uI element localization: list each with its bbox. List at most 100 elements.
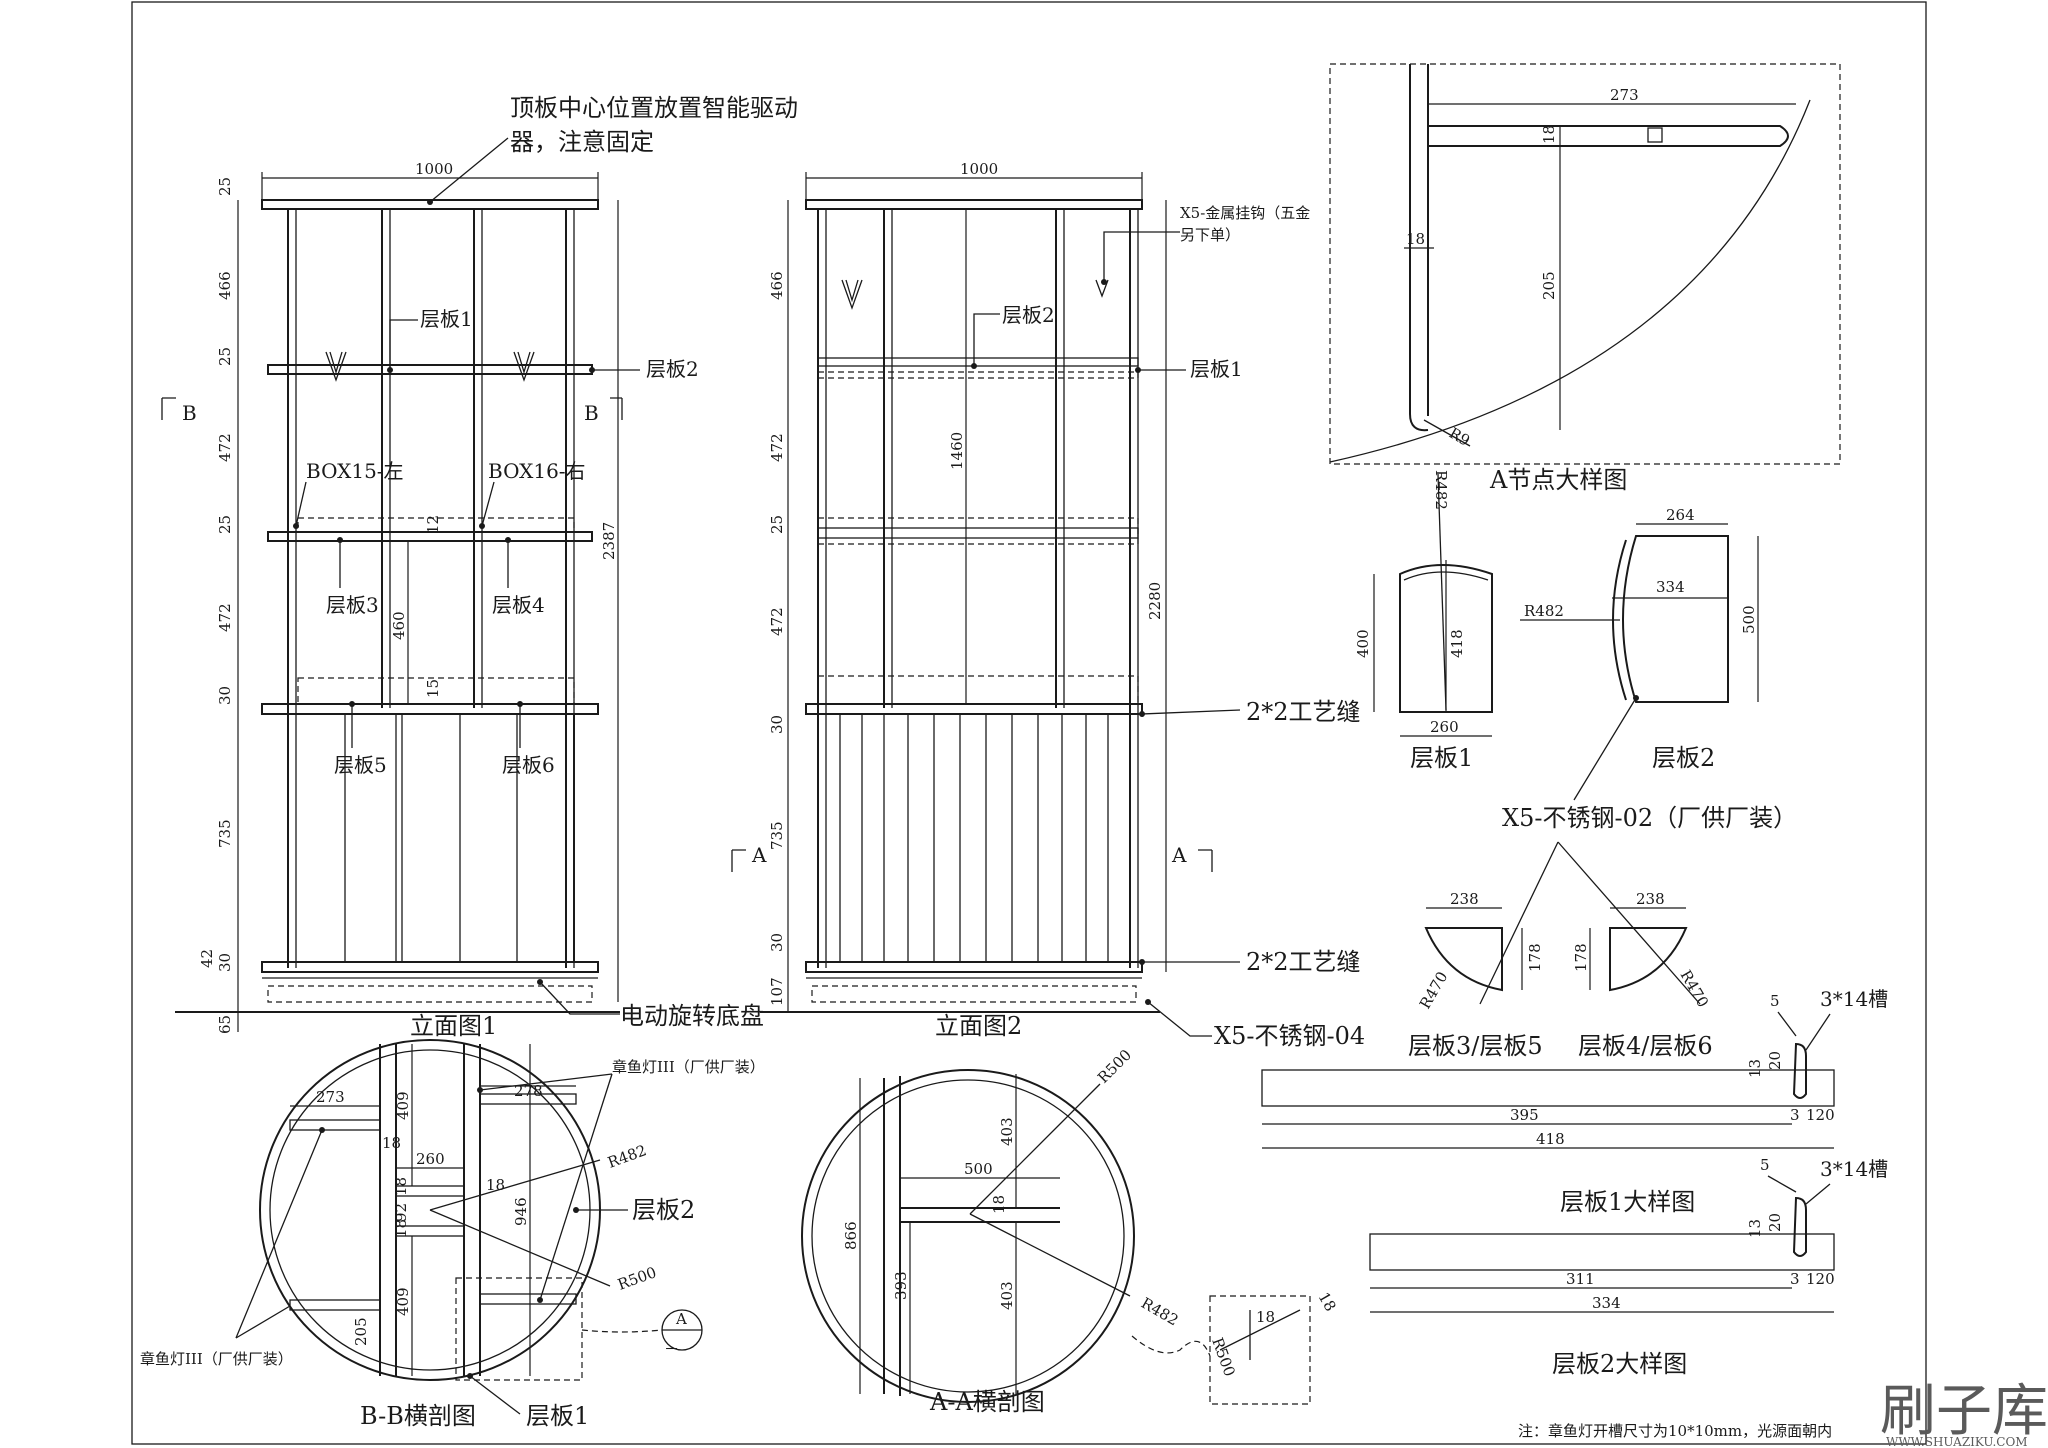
svg-text:B: B <box>182 401 197 425</box>
svg-text:层板5: 层板5 <box>334 753 387 777</box>
svg-text:BOX16-右: BOX16-右 <box>488 459 586 483</box>
svg-text:466: 466 <box>216 271 234 300</box>
section-bb-title: B-B横剖图 <box>360 1402 476 1430</box>
svg-text:866: 866 <box>842 1221 860 1250</box>
detail-a-title: A节点大样图 <box>1489 466 1627 494</box>
detail-2-title: 层板2大样图 <box>1552 1350 1687 1378</box>
svg-text:25: 25 <box>216 515 234 534</box>
svg-text:A: A <box>1171 843 1187 867</box>
hook-icon <box>513 351 535 382</box>
svg-text:273: 273 <box>1610 86 1639 104</box>
svg-text:3*14槽: 3*14槽 <box>1820 1157 1888 1181</box>
svg-text:466: 466 <box>768 271 786 300</box>
svg-text:章鱼灯III（厂供厂装）: 章鱼灯III（厂供厂装） <box>140 1350 293 1368</box>
svg-text:电动旋转底盘: 电动旋转底盘 <box>620 1002 764 1030</box>
svg-text:18: 18 <box>1406 230 1425 248</box>
watermark-url: WWW.SHUAZIKU.COM <box>1886 1435 2028 1448</box>
svg-text:25: 25 <box>768 515 786 534</box>
svg-text:260: 260 <box>416 1150 445 1168</box>
svg-text:30: 30 <box>768 715 786 734</box>
shelf-level-3 <box>261 703 599 715</box>
svg-text:X5-不锈钢-04: X5-不锈钢-04 <box>1214 1022 1365 1050</box>
hook-icon <box>325 351 347 382</box>
svg-text:18: 18 <box>1256 1308 1275 1326</box>
svg-text:2*2工艺缝: 2*2工艺缝 <box>1246 948 1361 976</box>
svg-text:403: 403 <box>998 1117 1016 1146</box>
hook-icon <box>1095 279 1109 298</box>
svg-text:18: 18 <box>990 1195 1008 1214</box>
svg-text:B: B <box>584 401 599 425</box>
svg-text:205: 205 <box>352 1317 370 1346</box>
svg-text:20: 20 <box>1766 1213 1784 1232</box>
svg-text:409: 409 <box>394 1091 412 1120</box>
svg-text:2387: 2387 <box>600 522 618 560</box>
svg-text:3: 3 <box>1790 1270 1800 1288</box>
section-bb: 273 278 409 18 260 18 18 92 18 946 409 2… <box>140 1039 765 1430</box>
svg-text:500: 500 <box>1740 605 1758 634</box>
svg-text:418: 418 <box>1536 1130 1565 1148</box>
svg-text:395: 395 <box>1510 1106 1539 1124</box>
svg-text:264: 264 <box>1666 506 1695 524</box>
svg-text:278: 278 <box>514 1082 543 1100</box>
svg-text:42: 42 <box>198 949 216 968</box>
board-details: 395 3 120 418 5 13 20 3*14槽 层板1大样图 311 3… <box>1261 987 1888 1378</box>
svg-text:5: 5 <box>1760 1156 1770 1174</box>
svg-text:另下单）: 另下单） <box>1180 226 1240 244</box>
svg-text:25: 25 <box>216 347 234 366</box>
svg-text:层板6: 层板6 <box>502 753 555 777</box>
svg-text:R500: R500 <box>1094 1046 1135 1087</box>
svg-text:A: A <box>751 843 767 867</box>
svg-text:334: 334 <box>1592 1294 1621 1312</box>
svg-text:层板1: 层板1 <box>526 1402 589 1430</box>
svg-text:章鱼灯III（厂供厂装）: 章鱼灯III（厂供厂装） <box>612 1058 765 1076</box>
elevation-1: 1000 25 466 25 472 25 472 30 735 30 42 6… <box>161 94 798 1040</box>
bottom-plate <box>261 961 599 973</box>
svg-text:18: 18 <box>382 1134 401 1152</box>
svg-text:3: 3 <box>1790 1106 1800 1124</box>
svg-text:472: 472 <box>216 603 234 632</box>
svg-text:层板1: 层板1 <box>1190 357 1243 381</box>
section-aa-title: A-A横剖图 <box>929 1388 1045 1416</box>
svg-text:393: 393 <box>892 1271 910 1300</box>
board-1-title: 层板1 <box>1410 744 1473 772</box>
svg-text:334: 334 <box>1656 578 1685 596</box>
svg-text:120: 120 <box>1806 1106 1835 1124</box>
svg-text:400: 400 <box>1354 629 1372 658</box>
svg-text:18: 18 <box>1315 1289 1340 1315</box>
svg-text:－: － <box>664 1340 679 1358</box>
svg-text:R500: R500 <box>615 1263 659 1294</box>
footnote: 注：章鱼灯开槽尺寸为10*10mm，光源面朝内 <box>1518 1422 1832 1440</box>
svg-text:层板4: 层板4 <box>492 593 545 617</box>
svg-text:BOX15-左: BOX15-左 <box>306 459 404 483</box>
svg-text:2*2工艺缝: 2*2工艺缝 <box>1246 698 1361 726</box>
svg-text:30: 30 <box>768 933 786 952</box>
svg-text:层板3: 层板3 <box>326 593 379 617</box>
svg-text:409: 409 <box>394 1287 412 1316</box>
detail-a: 273 18 18 205 R9 R482 A节点大样图 <box>1329 63 1841 510</box>
svg-text:R482: R482 <box>1138 1294 1182 1330</box>
svg-text:12: 12 <box>424 515 442 534</box>
svg-text:R482: R482 <box>605 1141 649 1172</box>
svg-text:311: 311 <box>1566 1270 1595 1288</box>
svg-text:418: 418 <box>1448 629 1466 658</box>
watermark-logo: 刷子库 <box>1880 1379 2048 1444</box>
svg-text:260: 260 <box>1430 718 1459 736</box>
svg-text:178: 178 <box>1572 943 1590 972</box>
svg-text:X5-金属挂钩（五金: X5-金属挂钩（五金 <box>1180 204 1310 222</box>
svg-text:层板2: 层板2 <box>646 357 699 381</box>
svg-text:30: 30 <box>216 953 234 972</box>
svg-text:30: 30 <box>216 686 234 705</box>
svg-text:R482: R482 <box>1524 602 1564 620</box>
svg-text:178: 178 <box>1526 943 1544 972</box>
svg-text:472: 472 <box>768 433 786 462</box>
svg-text:65: 65 <box>216 1015 234 1034</box>
svg-text:层板2: 层板2 <box>632 1196 695 1224</box>
svg-text:472: 472 <box>768 607 786 636</box>
svg-text:13: 13 <box>1746 1059 1764 1078</box>
elevation-2: 1000 466 472 25 472 30 735 30 107 1460 2… <box>731 160 1365 1050</box>
detail-1-title: 层板1大样图 <box>1560 1188 1695 1216</box>
svg-text:2280: 2280 <box>1146 582 1164 620</box>
svg-text:X5-不锈钢-02（厂供厂装）: X5-不锈钢-02（厂供厂装） <box>1502 804 1797 832</box>
svg-text:735: 735 <box>768 821 786 850</box>
svg-text:735: 735 <box>216 819 234 848</box>
